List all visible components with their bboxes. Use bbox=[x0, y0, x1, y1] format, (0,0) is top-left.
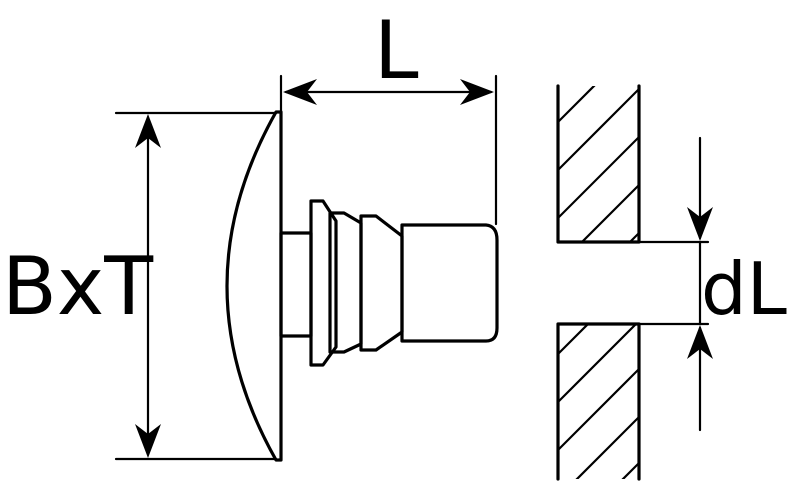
length-arrow-right bbox=[460, 79, 494, 105]
plug-rib-1 bbox=[309, 199, 338, 367]
head-size-arrow-top bbox=[135, 114, 161, 148]
wall-section-top bbox=[556, 84, 641, 244]
hole-diameter-arrow-bottom bbox=[687, 325, 713, 359]
head-size-label: BxT bbox=[2, 240, 154, 333]
plug-head bbox=[225, 110, 283, 462]
head-size-arrow-bottom bbox=[135, 424, 161, 458]
plug-neck bbox=[279, 231, 313, 338]
head-size-dimension bbox=[114, 111, 278, 461]
plug-rib-3 bbox=[359, 214, 404, 352]
hole-diameter-arrow-top bbox=[687, 207, 713, 241]
wall-bottom-hatching bbox=[558, 324, 639, 479]
wall-top-outline bbox=[556, 84, 641, 244]
hole-diameter-label: dL bbox=[701, 247, 787, 331]
length-arrow-left bbox=[283, 79, 317, 105]
hole-diameter-dimension bbox=[637, 136, 713, 432]
wall-section-bottom bbox=[556, 322, 641, 481]
wall-bottom-outline bbox=[556, 322, 641, 481]
length-label: L bbox=[374, 4, 419, 97]
wall-top-hatching bbox=[558, 86, 639, 242]
plug-head-outline bbox=[225, 110, 283, 462]
plug-body bbox=[279, 199, 499, 367]
length-dimension bbox=[279, 74, 498, 226]
plug-spigot bbox=[400, 223, 499, 343]
